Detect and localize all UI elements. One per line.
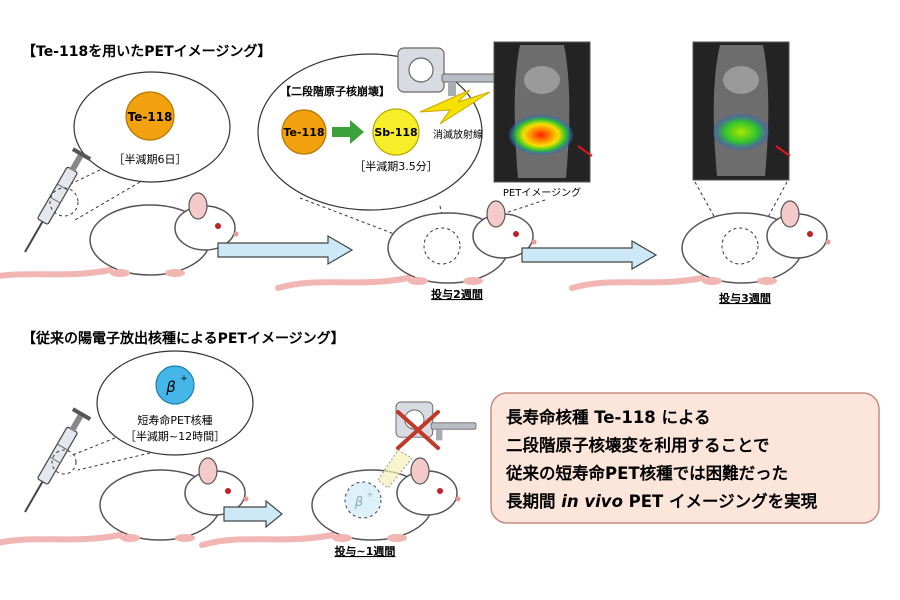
top-heading: 【Te-118を用いたPETイメージング】 bbox=[22, 43, 271, 60]
lightning-icon bbox=[419, 89, 491, 125]
flow-arrow bbox=[521, 239, 658, 271]
parent-nucleus bbox=[281, 109, 327, 155]
daughter-halflife: ［半減期3.5分］ bbox=[354, 159, 438, 173]
annihilation-label: 消滅放射線 bbox=[433, 128, 483, 141]
inset-nuclide-label: Te-118 bbox=[128, 110, 173, 124]
week2-label: 投与2週間 bbox=[431, 287, 483, 301]
beta-superscript: + bbox=[180, 374, 188, 384]
ct-body-silhouette bbox=[713, 45, 769, 176]
summary-line-4-a: 長期間 bbox=[506, 492, 561, 511]
flow-arrow bbox=[223, 499, 283, 529]
daughter-label: Sb-118 bbox=[374, 126, 417, 139]
callout-line bbox=[69, 437, 116, 457]
beta-nucleus bbox=[155, 365, 195, 405]
nuclide-label: 短寿命PET核種 bbox=[137, 413, 212, 427]
bottom-halflife: ［半減期~12時間］ bbox=[125, 429, 225, 443]
summary-line-3: 従来の短寿命PET核種では困難だった bbox=[505, 463, 788, 483]
callout-line bbox=[694, 181, 727, 239]
syringe-icon bbox=[15, 406, 93, 518]
pet-hotspot-week3 bbox=[713, 114, 769, 150]
focus-region-week2 bbox=[423, 227, 461, 265]
cross-mark-icon bbox=[396, 410, 440, 450]
rat-week3 bbox=[572, 201, 831, 288]
summary-line-4-italic: in vivo bbox=[561, 492, 623, 511]
rat-day0 bbox=[0, 193, 239, 280]
summary-line-4-b: PET イメージングを実現 bbox=[623, 491, 818, 511]
week1-label: 投与~1週間 bbox=[335, 544, 396, 558]
pointer-arrow bbox=[577, 145, 593, 157]
callout-line bbox=[74, 181, 141, 221]
pet-hotspot-week2 bbox=[509, 115, 573, 155]
ct-body-silhouette bbox=[514, 45, 570, 178]
bottom-heading: 【従来の陽電子放出核種によるPETイメージング】 bbox=[22, 330, 345, 347]
inset-halflife-label: ［半減期6日］ bbox=[114, 152, 187, 166]
callout-line bbox=[299, 197, 411, 241]
summary-line-2: 二段階原子核壊変を利用することで bbox=[506, 435, 770, 455]
injection-site bbox=[51, 449, 77, 475]
callout-line bbox=[77, 452, 151, 471]
decay-arrow bbox=[332, 120, 364, 144]
parent-label: Te-118 bbox=[283, 126, 324, 139]
faded-beta-symbol: β bbox=[354, 495, 363, 510]
summary-line-4: 長期間 in vivo PET イメージングを実現 bbox=[506, 491, 818, 511]
ct-thorax bbox=[723, 66, 759, 94]
beta-symbol: β bbox=[165, 378, 176, 396]
week3-label: 投与3週間 bbox=[719, 291, 771, 305]
focus-region-week3 bbox=[721, 227, 759, 265]
pointer-arrow bbox=[775, 145, 791, 157]
faded-beta-superscript: + bbox=[367, 490, 374, 499]
syringe-icon bbox=[15, 146, 93, 258]
injection-site bbox=[49, 187, 79, 217]
summary-box bbox=[490, 392, 880, 524]
te118-nucleus bbox=[125, 91, 175, 141]
flow-arrow bbox=[217, 234, 354, 266]
faded-signal-beam bbox=[377, 449, 413, 489]
pet-imaging-label: PETイメージング bbox=[503, 186, 581, 199]
decay-title: 【二段階原子核崩壊】 bbox=[280, 84, 390, 98]
ct-thorax bbox=[524, 66, 560, 94]
faded-beta-region bbox=[344, 481, 382, 519]
decay-bubble bbox=[257, 53, 483, 211]
summary-line-1: 長寿命核種 Te-118 による bbox=[506, 407, 711, 427]
pet-scanner-icon bbox=[397, 47, 499, 97]
rat-conventional-day0 bbox=[0, 458, 249, 545]
daughter-nucleus bbox=[372, 108, 420, 156]
